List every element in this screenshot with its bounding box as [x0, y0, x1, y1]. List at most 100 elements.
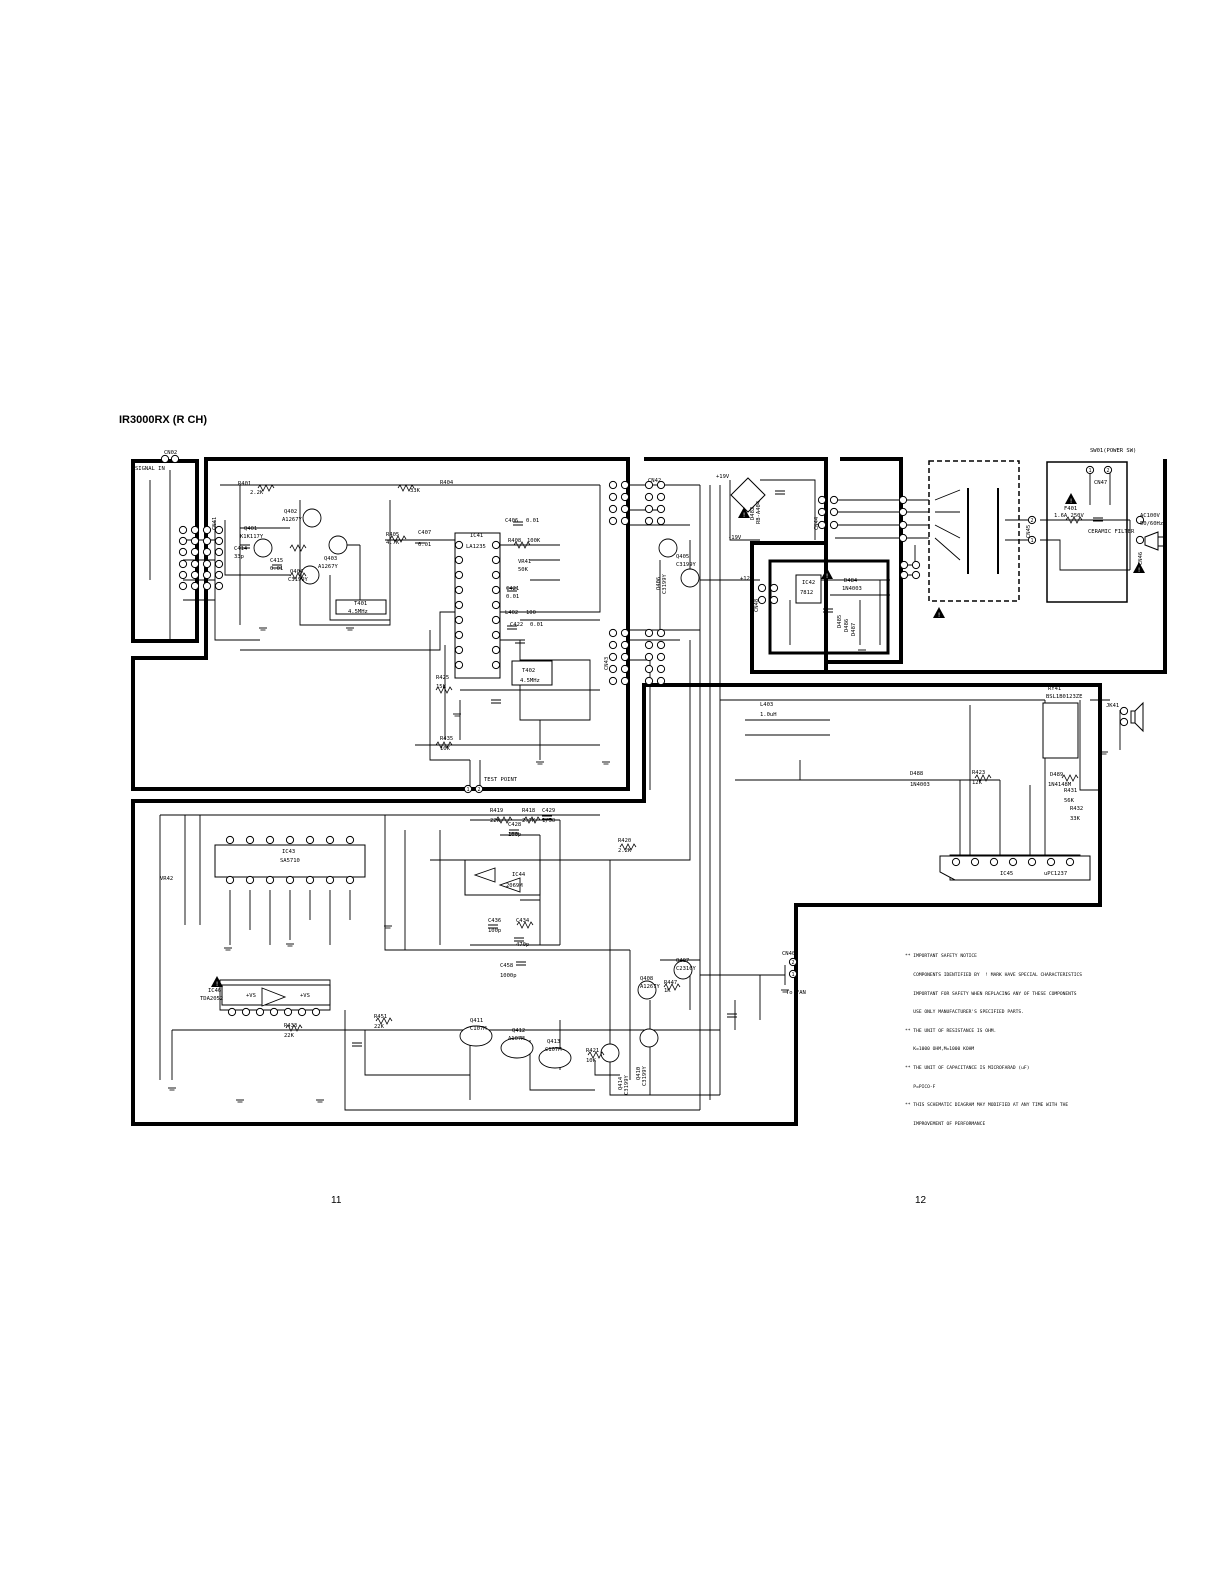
- d489-part: 1N4148M: [1048, 782, 1072, 788]
- q403-part: A1267Y: [318, 564, 339, 570]
- to-fan-label: To FAN: [786, 990, 806, 996]
- q410-label: Q410: [636, 1067, 642, 1080]
- page-number-left: 11: [331, 1195, 342, 1206]
- fuse-label: F401: [1064, 506, 1077, 512]
- v-19-label: -19V: [728, 535, 742, 541]
- power-sw-label: SW01(POWER SW): [1090, 448, 1136, 454]
- q414-label: Q414: [618, 1076, 624, 1090]
- relay-label: RY41: [1048, 686, 1061, 692]
- c458-value: 1000p: [500, 973, 517, 979]
- fuse-value: 1.6A 250V: [1054, 513, 1084, 519]
- r451-label: R451: [374, 1014, 387, 1020]
- ic42-part-label: 7812: [800, 590, 813, 596]
- ic46-label: IC46: [208, 988, 221, 994]
- c406-value: 0.01: [526, 518, 539, 524]
- q401-label: Q401: [244, 526, 257, 532]
- q408-part: A1267Y: [640, 984, 661, 990]
- r401-label: R401: [238, 481, 251, 487]
- r423-label: R423: [972, 770, 985, 776]
- d489-label: D489: [1050, 772, 1063, 778]
- ac-line-label: AC100V: [1140, 513, 1161, 519]
- r423-value: 12K: [972, 780, 983, 786]
- r433-value: 22K: [284, 1033, 295, 1039]
- note-line: USE ONLY MANUFACTURER'S SPECIFIED PARTS.: [905, 1010, 1024, 1016]
- d484-label: D484: [844, 578, 858, 584]
- r447-value: 1K: [664, 988, 671, 994]
- connector-pins: [160, 454, 1145, 979]
- q411-label: Q411: [470, 1018, 483, 1024]
- c428-label: C428: [508, 822, 521, 828]
- c428-value: 100p: [508, 832, 521, 838]
- t401-value: 4.5MHz: [348, 609, 368, 615]
- c407-value: 0.01: [418, 542, 431, 548]
- cn45-label: CN45: [1026, 525, 1032, 538]
- note-line: IMPORTANT FOR SAFETY WHEN REPLACING ANY …: [905, 991, 1077, 997]
- transformer-outline: [928, 460, 1020, 602]
- q401-part: K1K117Y: [240, 534, 264, 540]
- note-line: ** THIS SCHEMATIC DIAGRAM MAY MODIFIED A…: [905, 1103, 1069, 1109]
- d487-label: D487: [851, 623, 857, 636]
- c434-value: 470p: [516, 942, 529, 948]
- r420-value: 2.2K: [618, 848, 632, 854]
- c429-value: 1/50: [542, 818, 555, 824]
- r425-label: R425: [436, 675, 449, 681]
- r404-value: 33K: [410, 488, 421, 494]
- c429-label: C429: [542, 808, 555, 814]
- v12-label: +12V: [740, 576, 754, 582]
- q405-label: Q405: [676, 554, 689, 560]
- ac-plug-icon: [1144, 531, 1165, 551]
- svg-text:2: 2: [791, 960, 794, 966]
- r451-value: 22K: [374, 1024, 385, 1030]
- ic46-part-label: TDA2052: [200, 996, 223, 1002]
- c434-label: C434: [516, 918, 530, 924]
- vr41-value: 50K: [518, 567, 529, 573]
- r421-label: R421: [586, 1048, 599, 1054]
- r401-value: 2.2K: [250, 490, 264, 496]
- r421-value: 10K: [586, 1058, 597, 1064]
- d485-label: D485: [837, 615, 843, 628]
- ic43-label: IC43: [282, 849, 295, 855]
- ic45-label: IC45: [1000, 871, 1013, 877]
- svg-text:2: 2: [477, 787, 480, 793]
- d488-label: D488: [910, 771, 923, 777]
- l402-label: L402: [505, 610, 518, 616]
- transformer-core: [967, 488, 999, 574]
- note-line: ** IMPORTANT SAFETY NOTICE: [905, 954, 977, 960]
- vr42-label: VR42: [160, 876, 173, 882]
- q406-part: C3199Y: [662, 573, 668, 594]
- ic41-label: IC41: [470, 533, 483, 539]
- cn40-label: CN40: [782, 951, 795, 957]
- l403-value: 1.0uH: [760, 712, 777, 718]
- svg-text:1: 1: [1088, 468, 1091, 474]
- r408-label: R408: [508, 538, 521, 544]
- vr41-label: VR41: [518, 559, 531, 565]
- c407-label: C407: [418, 530, 431, 536]
- d484-part: 1N4003: [842, 586, 862, 592]
- d482-label: D482: [750, 507, 756, 520]
- test-point-label: TEST POINT: [484, 777, 518, 783]
- svg-text:1: 1: [1030, 538, 1033, 544]
- note-line: P=PICO-F: [905, 1084, 936, 1090]
- q404-label: Q404: [290, 569, 304, 575]
- ic44-label: IC44: [512, 872, 526, 878]
- note-line: IMPROVEMENT OF PERFORMANCE: [905, 1121, 986, 1127]
- transistors: [253, 508, 700, 1069]
- ic42-label: IC42: [802, 580, 815, 586]
- c422-value: 0.01: [530, 622, 543, 628]
- relay-part-label: BSL1B0123ZE: [1046, 694, 1082, 700]
- ic41-part-label: LA1235: [466, 544, 486, 550]
- r447-label: R447: [664, 980, 677, 986]
- svg-text:1: 1: [791, 972, 794, 978]
- signal-in-label: SIGNAL IN: [135, 466, 165, 472]
- q413-part: C107M: [545, 1047, 562, 1053]
- svg-text:2: 2: [1030, 518, 1033, 524]
- q402-label: Q402: [284, 509, 297, 515]
- ceramic-filter-label: CERAMIC FILTER: [1088, 529, 1135, 535]
- t402-label: T402: [522, 668, 535, 674]
- q412-part: A107M: [508, 1036, 525, 1042]
- r431-value: 56K: [1064, 798, 1075, 804]
- r425-value: 15K: [436, 684, 447, 690]
- r419-label: R419: [490, 808, 503, 814]
- q407-part: C2316Y: [676, 966, 697, 972]
- r405-value: 4.7K: [386, 540, 400, 546]
